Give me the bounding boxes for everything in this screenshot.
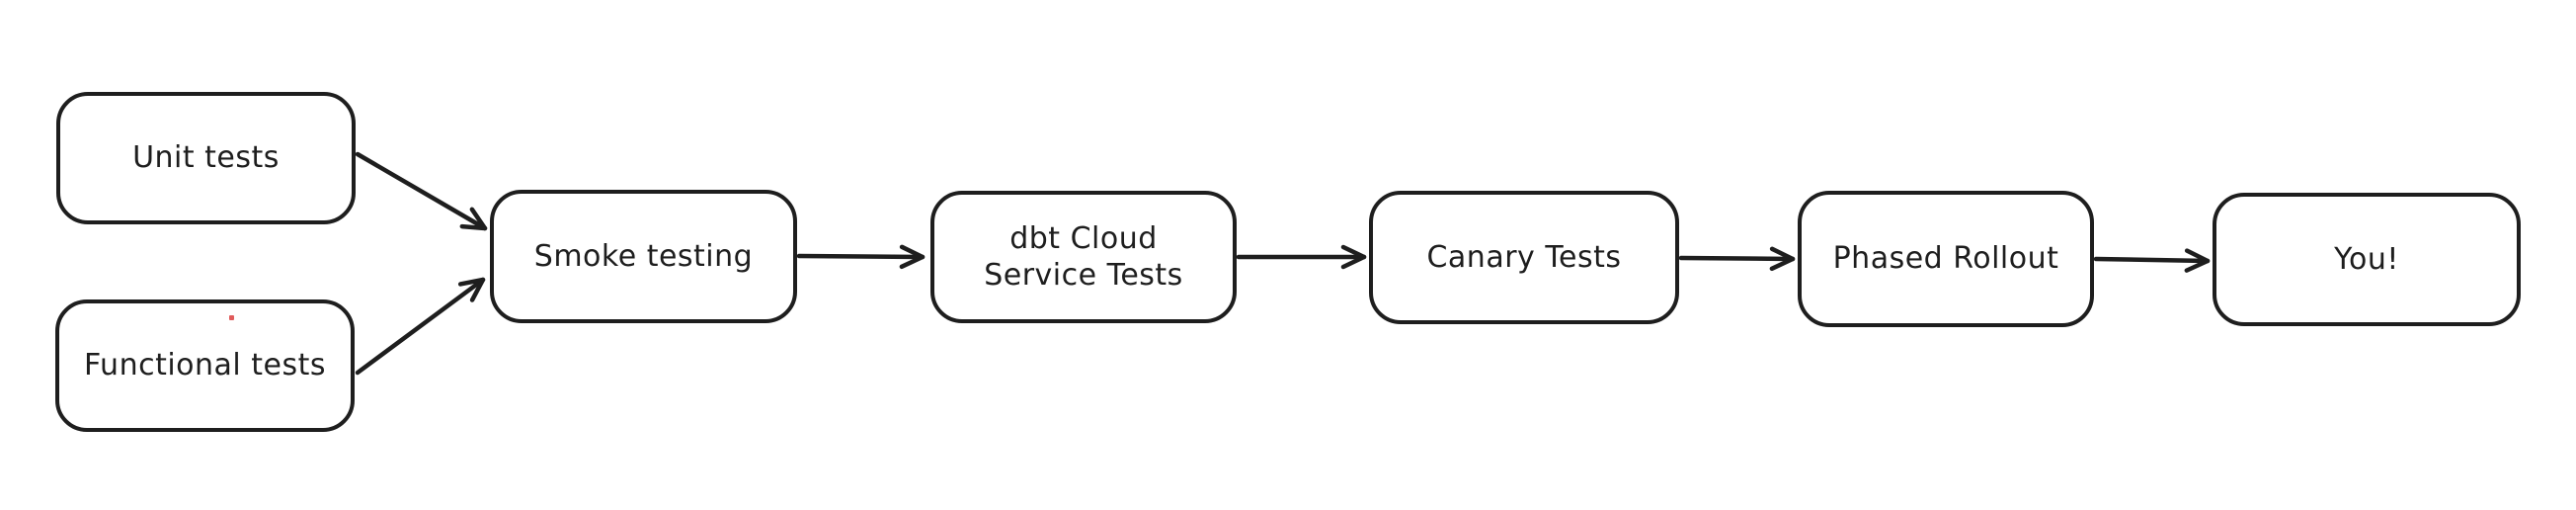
node-you: You! (2213, 193, 2521, 326)
node-functional-tests: Functional tests (55, 299, 355, 432)
node-canary-tests: Canary Tests (1369, 191, 1679, 324)
edge-phased-rollout-to-you (2093, 248, 2211, 273)
edge-functional-tests-to-smoke-testing (355, 277, 486, 376)
node-label-dbt-cloud-service-tests: dbt Cloud Service Tests (984, 220, 1183, 294)
edge-unit-tests-to-smoke-testing (355, 151, 488, 231)
node-smoke-testing: Smoke testing (490, 190, 797, 323)
red-dot-artifact (229, 315, 234, 320)
node-dbt-cloud-service-tests: dbt Cloud Service Tests (930, 191, 1237, 323)
node-label-you: You! (2334, 241, 2399, 277)
node-label-phased-rollout: Phased Rollout (1832, 241, 2059, 277)
node-phased-rollout: Phased Rollout (1798, 191, 2094, 327)
node-label-canary-tests: Canary Tests (1426, 239, 1622, 275)
node-unit-tests: Unit tests (56, 92, 356, 224)
node-label-smoke-testing: Smoke testing (533, 238, 754, 274)
node-label-functional-tests: Functional tests (83, 348, 327, 383)
edge-canary-tests-to-phased-rollout (1678, 246, 1796, 272)
edge-smoke-testing-to-dbt-cloud-service-tests (796, 244, 926, 270)
node-label-unit-tests: Unit tests (132, 140, 280, 176)
